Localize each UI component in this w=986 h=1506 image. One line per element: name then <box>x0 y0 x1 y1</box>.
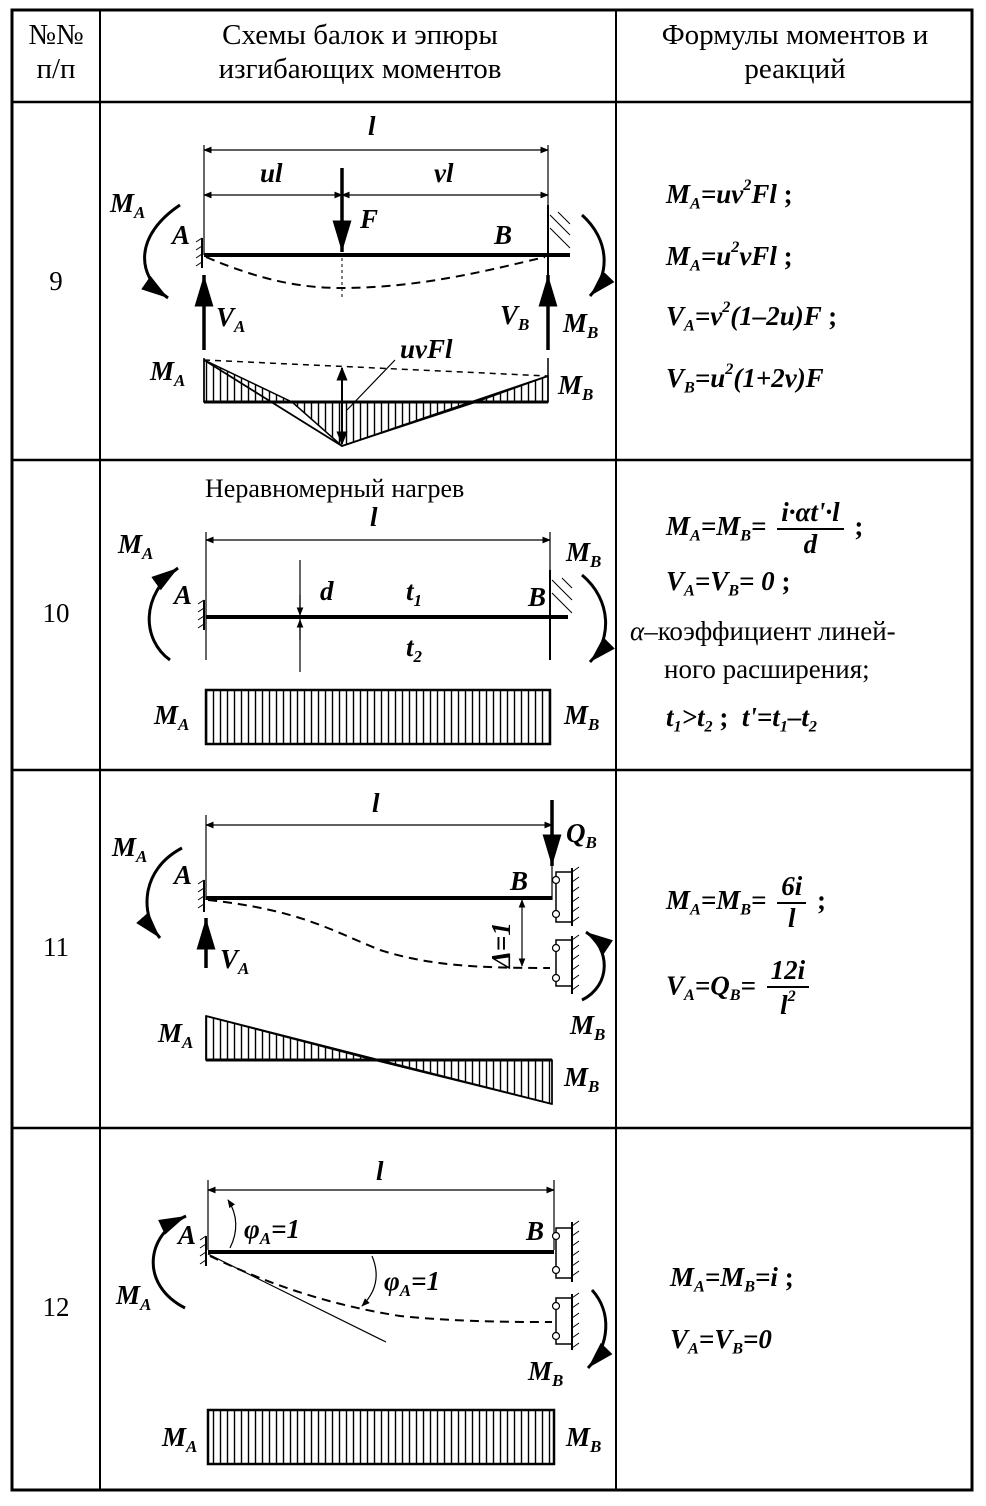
svg-text:MA: MA <box>115 1280 151 1314</box>
svg-text:MB: MB <box>562 308 598 342</box>
svg-text:uvFl: uvFl <box>400 334 453 364</box>
row-10-formula-3: t1>t2 ; t'=t1–t2 <box>666 702 817 736</box>
row-9-formula-3: VA=v2(1–2u)F ; <box>666 298 838 335</box>
svg-text:φA=1: φA=1 <box>384 1266 440 1300</box>
svg-text:A: A <box>172 860 192 890</box>
svg-text:MA: MA <box>149 356 185 390</box>
row-9-formula-2: MA=u2vFl ; <box>666 238 793 275</box>
svg-text:QB: QB <box>566 818 597 852</box>
svg-text:t1: t1 <box>406 576 422 610</box>
svg-text:d: d <box>320 576 334 606</box>
svg-text:VA: VA <box>220 944 249 978</box>
svg-text:A: A <box>176 1220 196 1250</box>
row-12-formula-1: MA=MB=i ; <box>670 1262 794 1296</box>
row-10-labels: l A B d t1 t2 MA MB MA MB <box>117 502 601 734</box>
row-9-formula-4: VB=u2(1+2v)F <box>666 360 824 397</box>
svg-text:MA: MA <box>153 700 189 734</box>
svg-text:MB: MB <box>565 1422 601 1456</box>
row-11-number: 11 <box>43 932 69 962</box>
svg-text:A: A <box>170 220 190 250</box>
svg-text:MB: MB <box>557 370 593 404</box>
svg-text:MB: MB <box>563 700 599 734</box>
header-number: №№ п/п <box>28 19 84 86</box>
svg-text:Δ=1: Δ=1 <box>486 922 516 969</box>
row-10-note-1: α–коэффициент линей- <box>630 616 896 646</box>
svg-text:MB: MB <box>563 1062 599 1096</box>
row-10-formula-2: VA=VB= 0 ; <box>666 566 791 600</box>
svg-text:B: B <box>525 1216 544 1246</box>
svg-text:ul: ul <box>260 158 283 188</box>
svg-text:MA: MA <box>109 188 145 222</box>
svg-text:l: l <box>372 788 380 818</box>
svg-text:VB: VB <box>500 300 529 334</box>
svg-text:l: l <box>368 111 376 141</box>
header-diagrams: Схемы балок и эпюры изгибающих моментов <box>218 19 502 86</box>
row-12-number: 12 <box>42 1292 70 1322</box>
header-formulas: Формулы моментов и реакций <box>661 19 929 86</box>
row-12-diagram <box>151 1180 613 1466</box>
row-9-number: 9 <box>49 266 63 296</box>
row-12-labels: l A B φA=1 φA=1 MA MB MA MB <box>115 1156 601 1456</box>
svg-text:MA: MA <box>157 1018 193 1052</box>
svg-text:MB: MB <box>569 1010 605 1044</box>
svg-text:l: l <box>370 502 378 532</box>
svg-text:MA: MA <box>161 1422 197 1456</box>
svg-text:l: l <box>376 1156 384 1186</box>
svg-text:B: B <box>493 220 512 250</box>
row-9-formula-1: MA=uv2Fl ; <box>666 176 793 213</box>
row-10-note-2: ного расширения; <box>664 654 870 684</box>
row-11-diagram <box>136 800 613 1105</box>
svg-text:MA: MA <box>117 529 153 563</box>
svg-text:A: A <box>172 580 192 610</box>
row-12-formula-2: VA=VB=0 <box>670 1324 772 1358</box>
svg-text:B: B <box>509 866 528 896</box>
row-9-labels: l ul vl F A B MA VA VB MB uvFl MA MB <box>109 111 598 404</box>
svg-text:vl: vl <box>434 158 454 188</box>
row-10-diagram <box>147 532 615 746</box>
table-grid <box>10 8 974 1492</box>
svg-text:F: F <box>359 204 378 234</box>
svg-text:φA=1: φA=1 <box>244 1214 300 1248</box>
svg-text:MB: MB <box>527 1356 563 1390</box>
row-10-number: 10 <box>42 598 70 628</box>
svg-text:B: B <box>527 582 546 612</box>
svg-text:MB: MB <box>565 537 601 571</box>
svg-text:MA: MA <box>111 832 147 866</box>
svg-text:VA: VA <box>216 302 245 336</box>
svg-text:t2: t2 <box>406 632 423 666</box>
row-10-caption: Неравномерный нагрев <box>205 474 465 503</box>
row-9-diagram <box>141 145 615 447</box>
row-11-labels: l A B QB MA VA Δ=1 MB MA MB <box>111 788 605 1096</box>
